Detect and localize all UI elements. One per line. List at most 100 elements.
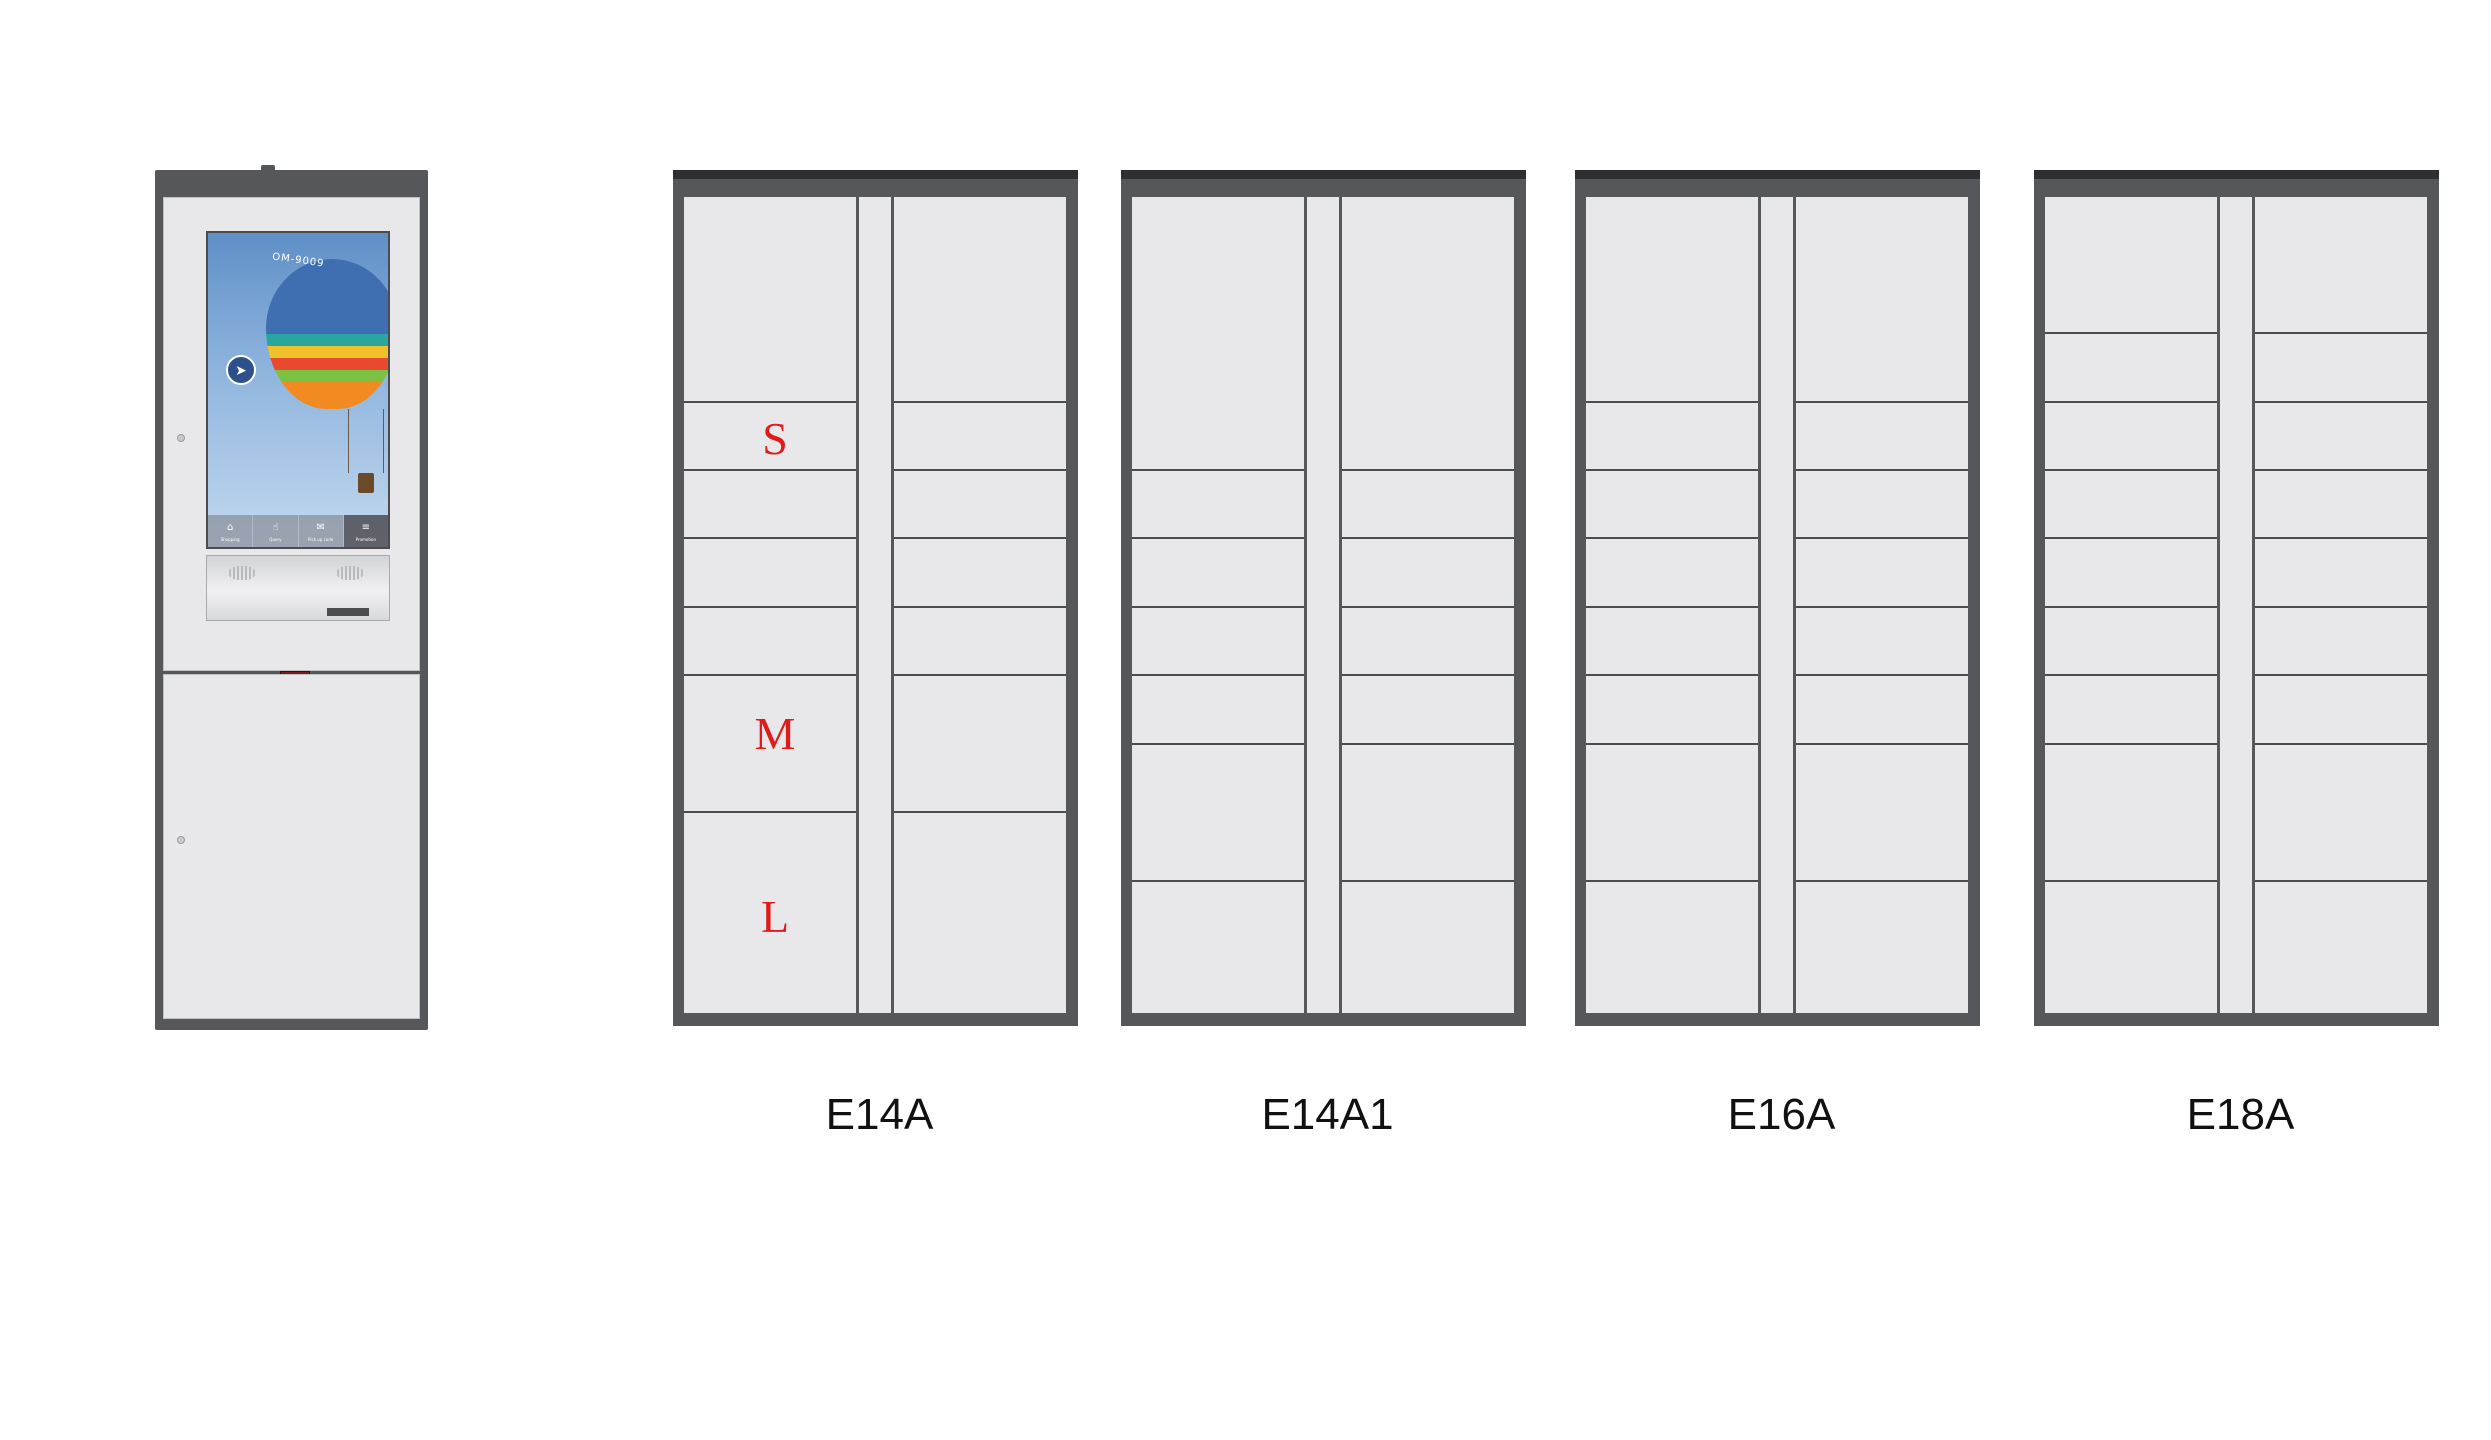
locker-door[interactable]: [1796, 538, 1968, 607]
balloon-basket-icon: [358, 473, 374, 493]
locker-door[interactable]: [2255, 744, 2427, 881]
locker-door[interactable]: [684, 197, 856, 402]
locker-door[interactable]: [2255, 470, 2427, 539]
locker-door[interactable]: [1132, 538, 1304, 607]
locker-door[interactable]: [1342, 675, 1514, 744]
locker-door[interactable]: [684, 470, 856, 539]
kiosk-lower-lock-icon: [177, 836, 185, 844]
compartment-divider: [1796, 400, 1968, 403]
locker-door[interactable]: [1586, 744, 1758, 881]
model-label-e14a: E14A: [825, 1090, 934, 1139]
locker-door[interactable]: [2045, 470, 2217, 539]
compartment-divider: [2255, 537, 2427, 540]
locker-door[interactable]: [1586, 607, 1758, 676]
speaker-grill-icon: [337, 566, 363, 580]
compartment-divider: [1132, 674, 1304, 677]
compartment-divider: [1132, 468, 1304, 471]
locker-cabinet-e16a: [1575, 170, 1980, 1026]
locker-door[interactable]: [2255, 607, 2427, 676]
locker-door[interactable]: [1342, 470, 1514, 539]
locker-door[interactable]: [894, 538, 1066, 607]
locker-door[interactable]: [2255, 675, 2427, 744]
locker-door[interactable]: [894, 812, 1066, 1013]
locker-door[interactable]: [2255, 881, 2427, 1013]
locker-door[interactable]: [2045, 881, 2217, 1013]
kiosk-touch-screen[interactable]: OM-9009 ➤ ⌂ Shopping ☝ Query ✉ Pick up c…: [206, 231, 390, 549]
locker-door[interactable]: [1132, 197, 1304, 470]
locker-door[interactable]: [1586, 197, 1758, 402]
locker-door[interactable]: [1342, 538, 1514, 607]
locker-door[interactable]: [2045, 402, 2217, 470]
kiosk-top-notch: [261, 165, 275, 171]
locker-door[interactable]: [894, 402, 1066, 470]
card-slot[interactable]: [327, 608, 369, 616]
locker-door[interactable]: [894, 197, 1066, 402]
compartment-divider: [1796, 537, 1968, 540]
locker-door[interactable]: [1586, 402, 1758, 470]
locker-door[interactable]: [1796, 881, 1968, 1013]
locker-door[interactable]: [894, 470, 1066, 539]
locker-door[interactable]: [894, 675, 1066, 812]
kiosk-lower-door[interactable]: [163, 674, 420, 1019]
compartment-divider: [2045, 400, 2217, 403]
cabinet-center-spine: [1307, 197, 1339, 1013]
compartment-divider: [894, 537, 1066, 540]
locker-door[interactable]: [2255, 333, 2427, 402]
locker-door[interactable]: [1586, 470, 1758, 539]
locker-door[interactable]: [1342, 744, 1514, 881]
locker-column-right: [1342, 197, 1514, 1013]
locker-door[interactable]: [684, 538, 856, 607]
compartment-divider: [684, 605, 856, 608]
locker-door[interactable]: [1132, 744, 1304, 881]
locker-door[interactable]: [2045, 607, 2217, 676]
locker-door[interactable]: [1132, 881, 1304, 1013]
compartment-divider: [894, 674, 1066, 677]
locker-door[interactable]: [684, 607, 856, 676]
compartment-divider: [2045, 332, 2217, 335]
locker-door[interactable]: [2045, 744, 2217, 881]
compartment-divider: [1796, 879, 1968, 882]
locker-door[interactable]: [2045, 197, 2217, 333]
locker-door[interactable]: [1342, 881, 1514, 1013]
locker-door[interactable]: [1796, 607, 1968, 676]
locker-door[interactable]: [1586, 538, 1758, 607]
locker-door[interactable]: [1796, 744, 1968, 881]
menu-item-promotion[interactable]: ≡ Promotion: [343, 515, 388, 547]
compartment-divider: [1586, 742, 1758, 745]
locker-door[interactable]: [1796, 470, 1968, 539]
locker-door[interactable]: [894, 607, 1066, 676]
locker-door[interactable]: [1132, 470, 1304, 539]
menu-item-query[interactable]: ☝ Query: [253, 515, 299, 547]
compartment-divider: [894, 468, 1066, 471]
locker-door[interactable]: [2255, 402, 2427, 470]
menu-item-label: Query: [269, 537, 282, 542]
compartment-divider: [1342, 537, 1514, 540]
compartment-divider: [1796, 468, 1968, 471]
locker-door[interactable]: [2045, 675, 2217, 744]
compartment-divider: [2255, 879, 2427, 882]
compartment-divider: [2045, 605, 2217, 608]
compartment-divider: [684, 468, 856, 471]
locker-cabinet-e14a1: [1121, 170, 1526, 1026]
locker-door[interactable]: [2045, 333, 2217, 402]
compartment-divider: [684, 811, 856, 814]
menu-item-pick-up-code[interactable]: ✉ Pick up code: [299, 515, 344, 547]
compartment-divider: [2255, 400, 2427, 403]
locker-door[interactable]: [2255, 538, 2427, 607]
locker-door[interactable]: [2045, 538, 2217, 607]
hand-icon: ☝: [272, 522, 279, 533]
locker-door[interactable]: [1132, 607, 1304, 676]
locker-door[interactable]: [1586, 881, 1758, 1013]
menu-item-shopping[interactable]: ⌂ Shopping: [208, 515, 254, 547]
compartment-divider: [2045, 537, 2217, 540]
compartment-divider: [2045, 468, 2217, 471]
locker-door[interactable]: [1342, 197, 1514, 470]
locker-door[interactable]: [1796, 402, 1968, 470]
locker-door[interactable]: [1796, 675, 1968, 744]
locker-door[interactable]: [2255, 197, 2427, 333]
locker-door[interactable]: [1586, 675, 1758, 744]
locker-door[interactable]: [1132, 675, 1304, 744]
locker-door[interactable]: [1342, 607, 1514, 676]
locker-door[interactable]: [1796, 197, 1968, 402]
compartment-divider: [2255, 332, 2427, 335]
